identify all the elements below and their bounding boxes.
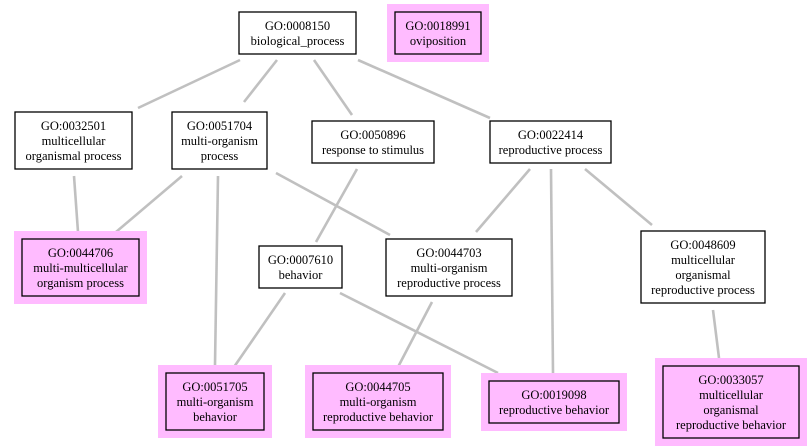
node-box <box>489 120 612 164</box>
go-node-n48609[interactable]: GO:0048609multicellularorganismalreprodu… <box>640 230 766 304</box>
node-go-id: GO:0044705 <box>345 380 410 394</box>
node-label-line: response to stimulus <box>322 143 424 157</box>
node-label-line: multicellular <box>699 388 764 402</box>
node-go-id: GO:0007610 <box>268 253 333 267</box>
node-go-id: GO:0018991 <box>405 19 470 33</box>
node-label-line: organismal <box>675 268 731 282</box>
node-label-line: multi-organism <box>411 261 488 275</box>
node-label-line: reproductive behavior <box>499 403 610 417</box>
node-go-id: GO:0033057 <box>698 373 763 387</box>
node-box <box>238 11 357 55</box>
node-label-line: behavior <box>193 410 238 424</box>
node-go-id: GO:0048609 <box>670 238 735 252</box>
node-label-line: multi-multicellular <box>33 261 128 275</box>
node-box <box>640 230 766 304</box>
node-box <box>171 111 268 170</box>
node-label-line: organism process <box>37 276 124 290</box>
node-label-line: multi-organism <box>181 134 258 148</box>
edge-n8150-n50896 <box>312 59 354 116</box>
node-go-id: GO:0044703 <box>416 246 481 260</box>
edge-n51704-n44706 <box>115 175 183 233</box>
node-box <box>488 380 620 424</box>
node-label-line: reproductive behavior <box>323 410 434 424</box>
node-label-line: multicellular <box>42 134 107 148</box>
node-label-line: oviposition <box>410 34 467 48</box>
node-label-line: multicellular <box>671 253 736 267</box>
edge-n51704-n44703 <box>275 171 391 237</box>
node-go-id: GO:0019098 <box>521 388 586 402</box>
edge-n7610-n19098 <box>339 291 499 375</box>
node-label-line: biological_process <box>251 34 345 48</box>
node-box <box>21 238 140 297</box>
edge-n8150-n32501 <box>137 58 241 110</box>
edge-n8150-n51704 <box>242 59 279 103</box>
node-label-line: organismal process <box>26 149 122 163</box>
node-box <box>14 111 133 170</box>
edge-n32501-n44706 <box>72 175 80 233</box>
node-box <box>394 11 482 55</box>
go-node-n33057[interactable]: GO:0033057multicellularorganismalreprodu… <box>655 358 807 446</box>
node-label-line: reproductive process <box>397 276 501 290</box>
edge-n22414-n19098 <box>549 168 555 374</box>
node-box <box>312 372 444 431</box>
edge-n48609-n33057 <box>711 309 721 359</box>
node-label-line: reproductive process <box>499 143 603 157</box>
edge-n51704-n51705 <box>213 175 220 366</box>
node-go-id: GO:0022414 <box>518 128 584 142</box>
node-label-line: reproductive behavior <box>676 418 787 432</box>
node-label-line: reproductive process <box>651 283 755 297</box>
node-label-line: multi-organism <box>340 395 417 409</box>
node-go-id: GO:0051705 <box>182 380 247 394</box>
node-box <box>258 245 343 289</box>
edge-n50896-n7610 <box>314 168 359 243</box>
node-box <box>662 365 800 439</box>
node-go-id: GO:0050896 <box>340 128 405 142</box>
node-label-line: behavior <box>279 268 324 282</box>
node-go-id: GO:0008150 <box>265 19 330 33</box>
node-box <box>165 372 265 431</box>
node-label-line: multi-organism <box>177 395 254 409</box>
node-go-id: GO:0032501 <box>41 119 106 133</box>
edge-n8150-n22414 <box>357 58 491 120</box>
node-label-line: process <box>201 149 239 163</box>
node-box <box>311 120 435 164</box>
edge-n22414-n48609 <box>584 168 653 226</box>
edges-layer <box>72 58 721 375</box>
node-go-id: GO:0051704 <box>187 119 253 133</box>
edge-n7610-n51705 <box>232 292 287 368</box>
node-label-line: organismal <box>703 403 759 417</box>
edge-n22414-n44703 <box>475 168 531 233</box>
node-go-id: GO:0044706 <box>48 246 113 260</box>
node-box <box>385 238 513 297</box>
edge-n44703-n44705 <box>396 301 434 368</box>
